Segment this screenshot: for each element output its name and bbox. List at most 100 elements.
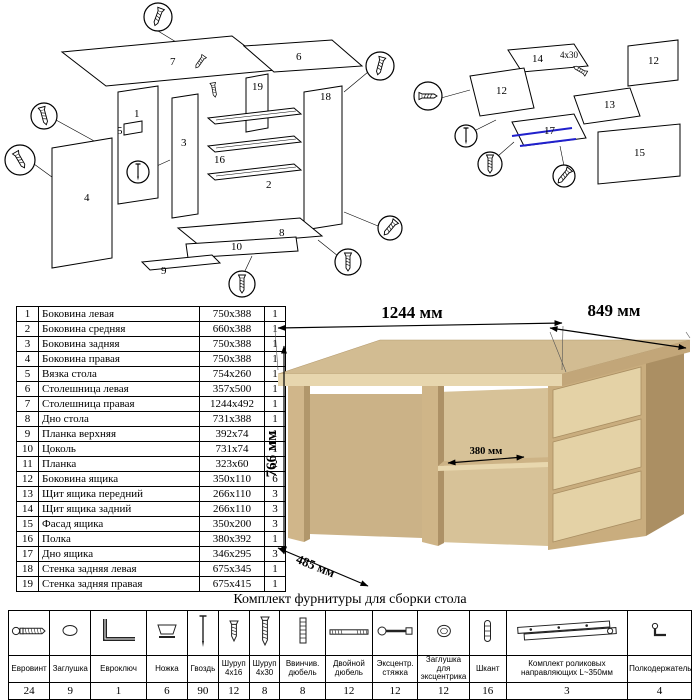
panel-12-left [469, 67, 535, 117]
part-size: 350x110 [199, 471, 265, 487]
part-size: 750x388 [199, 306, 265, 322]
hardware-item-label: Заглушка [49, 655, 92, 683]
part-number: 2 [16, 321, 39, 337]
desk-render: 1244 мм 849 мм 766 мм 380 мм 485 мм [264, 301, 691, 587]
callout-screw [377, 215, 403, 241]
panel-5-brace [123, 120, 143, 136]
dim-arrow-depth [549, 326, 687, 350]
nail-icon [186, 610, 219, 656]
hardware-item-qty: 6 [145, 681, 188, 700]
hardware-item-label: Евроключ [90, 655, 147, 683]
loose-screw-glyph [209, 82, 219, 98]
part-name: Дно ящика [38, 546, 200, 562]
callout-screw [477, 151, 503, 177]
drawer-slide-highlight [511, 127, 577, 147]
part-size: 350x200 [199, 516, 265, 532]
desk-middle-panel [422, 386, 438, 546]
part-number-labels: 7 6 19 18 5 3 16 2 1 4 10 8 9 [84, 51, 332, 277]
panel-4-side [51, 137, 113, 269]
shelf-pin-icon [627, 610, 692, 656]
hardware-item-qty: 9 [49, 681, 92, 700]
part-number: 3 [16, 336, 39, 352]
part-number: 12 [16, 471, 39, 487]
part-size: 346x295 [199, 546, 265, 562]
callout-nail [454, 124, 478, 148]
dim-width-label: 1244 мм [381, 303, 443, 322]
cabinet-side [646, 346, 684, 536]
desk-back-panel-left [310, 394, 422, 538]
callout-screw [365, 51, 395, 81]
confirmat-screw-icon [7, 610, 51, 656]
dim-arrow-width [277, 320, 563, 331]
hardware-item-qty: 8 [248, 681, 281, 700]
part-name: Боковина правая [38, 351, 200, 367]
hardware-item-label: Евровинт [7, 655, 51, 683]
panel-18-back [303, 85, 343, 231]
screw-size-label: 4x30 [560, 50, 579, 60]
drawer-fronts [552, 366, 642, 543]
fastener-callouts-drawer [413, 81, 576, 188]
cam-cap-icon [417, 610, 470, 656]
hardware-item-label: Шкант [468, 655, 507, 683]
part-label: 6 [296, 51, 302, 63]
panel-1-side [117, 85, 159, 205]
callout-nail [126, 160, 150, 184]
hardware-item-label: Гвоздь [186, 655, 219, 683]
drawer-front-middle [552, 418, 642, 491]
part-number: 10 [16, 441, 39, 457]
part-size: 392x74 [199, 426, 265, 442]
screw-long-icon [248, 610, 281, 656]
part-size: 357x500 [199, 381, 265, 397]
part-number: 17 [16, 546, 39, 562]
drawer-exploded-panels [469, 39, 681, 185]
part-number: 19 [16, 576, 39, 592]
part-name: Столешница левая [38, 381, 200, 397]
drawer-rail [206, 135, 303, 153]
part-size: 323x60 [199, 456, 265, 472]
part-label: 10 [231, 241, 243, 253]
panel-15-facade [597, 123, 681, 185]
panel-6-top-left [242, 39, 364, 73]
dim-arrow-side [277, 547, 369, 587]
part-label: 8 [279, 227, 285, 239]
part-label: 2 [266, 179, 272, 191]
part-number: 7 [16, 396, 39, 412]
hardware-item-label: Ножка [145, 655, 188, 683]
part-label: 9 [161, 265, 167, 277]
callout-screw [552, 164, 576, 188]
part-name: Щит ящика задний [38, 501, 200, 517]
part-name: Стенка задняя правая [38, 576, 200, 592]
hardware-item-qty: 3 [505, 681, 629, 700]
dim-side-label: 485 мм [294, 551, 337, 580]
part-name: Боковина средняя [38, 321, 200, 337]
hardware-item-label: Шуруп 4x30 [248, 655, 281, 683]
part-size: 266x110 [199, 501, 265, 517]
callout-leader-lines [33, 30, 379, 274]
callout-screw [228, 270, 256, 298]
part-name: Щит ящика передний [38, 486, 200, 502]
part-size: 750x388 [199, 336, 265, 352]
panel-10-plinth [185, 236, 299, 259]
part-number: 4 [16, 351, 39, 367]
part-number: 9 [16, 426, 39, 442]
hardware-item-qty: 90 [186, 681, 219, 700]
part-number: 15 [16, 516, 39, 532]
part-name: Стенка задняя левая [38, 561, 200, 577]
part-name: Столешница правая [38, 396, 200, 412]
dim-height-label: 766 мм [264, 431, 280, 478]
part-name: Боковина задняя [38, 336, 200, 352]
foot-icon [145, 610, 188, 656]
part-size: 660x388 [199, 321, 265, 337]
exploded-diagram-desk: 7 6 19 18 5 3 16 2 1 4 10 8 9 [4, 2, 403, 298]
